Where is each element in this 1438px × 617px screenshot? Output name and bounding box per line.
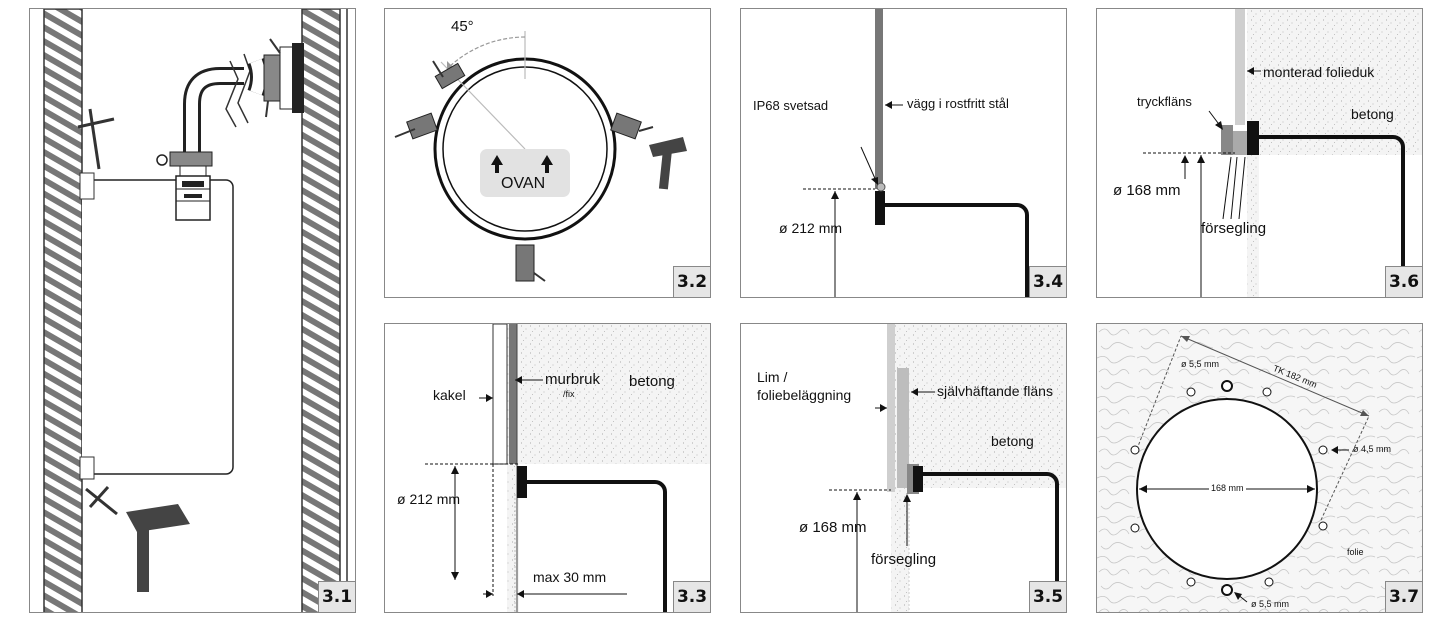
foil-wall-section: [829, 324, 1066, 612]
fix-label: /fix: [563, 389, 575, 399]
panel-tag: 3.1: [318, 581, 355, 612]
circular-installation-drawing: [394, 31, 687, 282]
pressure-flange: [1221, 125, 1233, 155]
right-wall-hatching: [301, 9, 341, 612]
right-fastener: [610, 112, 642, 140]
tank-outline: [923, 472, 1059, 612]
panel-3-6: monterad folieduk tryckfläns betong ø 16…: [1096, 8, 1423, 298]
diameter-label: ø 212 mm: [397, 491, 461, 507]
glue-label: Lim /: [757, 369, 788, 385]
top-screw: [77, 108, 115, 170]
inner-diameter-label: 168 mm: [1209, 483, 1246, 494]
tile: [492, 324, 508, 465]
foil-sheet: [887, 324, 895, 492]
left-fastener: [406, 112, 438, 140]
panel-tag: 3.2: [673, 266, 710, 297]
tank-outline: [519, 480, 667, 612]
diameter-label: ø 168 mm: [799, 519, 867, 536]
tank-outline: [82, 179, 234, 475]
adhesive-flange: [897, 368, 909, 488]
foil-coating-label: foliebeläggning: [757, 387, 852, 403]
steel-wall: [875, 9, 883, 189]
tank-outline: [885, 203, 1029, 297]
foil-label: folie: [1347, 547, 1364, 557]
top-bracket: [79, 172, 95, 200]
kakel-label: kakel: [433, 387, 466, 403]
top-hole-label: ø 5,5 mm: [1181, 359, 1220, 369]
panel-3-2: 45° OVAN 3.2: [384, 8, 711, 298]
angle-label: 45°: [451, 18, 474, 35]
pressure-flange-section: [1143, 9, 1422, 297]
seal-label: försegling: [871, 551, 937, 568]
seal-label: försegling: [1201, 220, 1267, 237]
tank-outline: [1259, 135, 1405, 269]
panel-3-5: Lim / foliebeläggning självhäftande flän…: [740, 323, 1067, 613]
panel-3-1: 3.1: [29, 8, 356, 613]
betong-label: betong: [1351, 106, 1394, 122]
bottom-bracket: [79, 456, 95, 480]
hole-pattern-drawing: [1097, 324, 1422, 612]
panel-tag: 3.6: [1385, 266, 1422, 297]
max-depth-label: max 30 mm: [533, 569, 607, 585]
bottom-screw: [85, 485, 118, 516]
top-left-fastener: [434, 62, 466, 90]
steel-wall-section: [803, 9, 1029, 297]
bottom-fastener: [515, 244, 535, 282]
pressure-flange-label: tryckfläns: [1137, 94, 1192, 109]
foil-sheet: [1235, 9, 1245, 125]
adhesive-flange-label: självhäftande fläns: [937, 383, 1053, 399]
side-hole-label: ø 4,5 mm: [1353, 444, 1392, 454]
weld-label: IP68 svetsad: [753, 98, 829, 113]
weld-point: [876, 182, 886, 192]
betong-label: betong: [991, 433, 1034, 449]
steel-wall-label: vägg i rostfritt stål: [907, 96, 1009, 111]
bottom-hole-label: ø 5,5 mm: [1251, 599, 1290, 609]
panel-3-3: kakel murbruk /fix betong ø 212 mm max 3…: [384, 323, 711, 613]
mounted-foil-label: monterad folieduk: [1263, 64, 1375, 80]
diameter-label: ø 168 mm: [1113, 182, 1181, 199]
hammer-icon: [126, 504, 190, 592]
left-wall-hatching: [43, 9, 83, 612]
wall-mounting-drawing: [43, 9, 348, 612]
panel-tag: 3.7: [1385, 581, 1422, 612]
diameter-label: ø 212 mm: [779, 220, 843, 236]
panel-3-4: IP68 svetsad vägg i rostfritt stål ø 212…: [740, 8, 1067, 298]
panel-tag: 3.5: [1029, 581, 1066, 612]
mortar: [509, 324, 517, 464]
panel-tag: 3.3: [673, 581, 710, 612]
hammer-icon: [649, 137, 687, 190]
panel-tag: 3.4: [1029, 266, 1066, 297]
murbruk-label: murbruk: [545, 371, 601, 388]
panel-3-7: ø 5,5 mm TK 182 mm ø 4,5 mm 168 mm folie…: [1096, 323, 1423, 613]
ovan-label: OVAN: [501, 175, 546, 192]
betong-label: betong: [629, 373, 675, 390]
